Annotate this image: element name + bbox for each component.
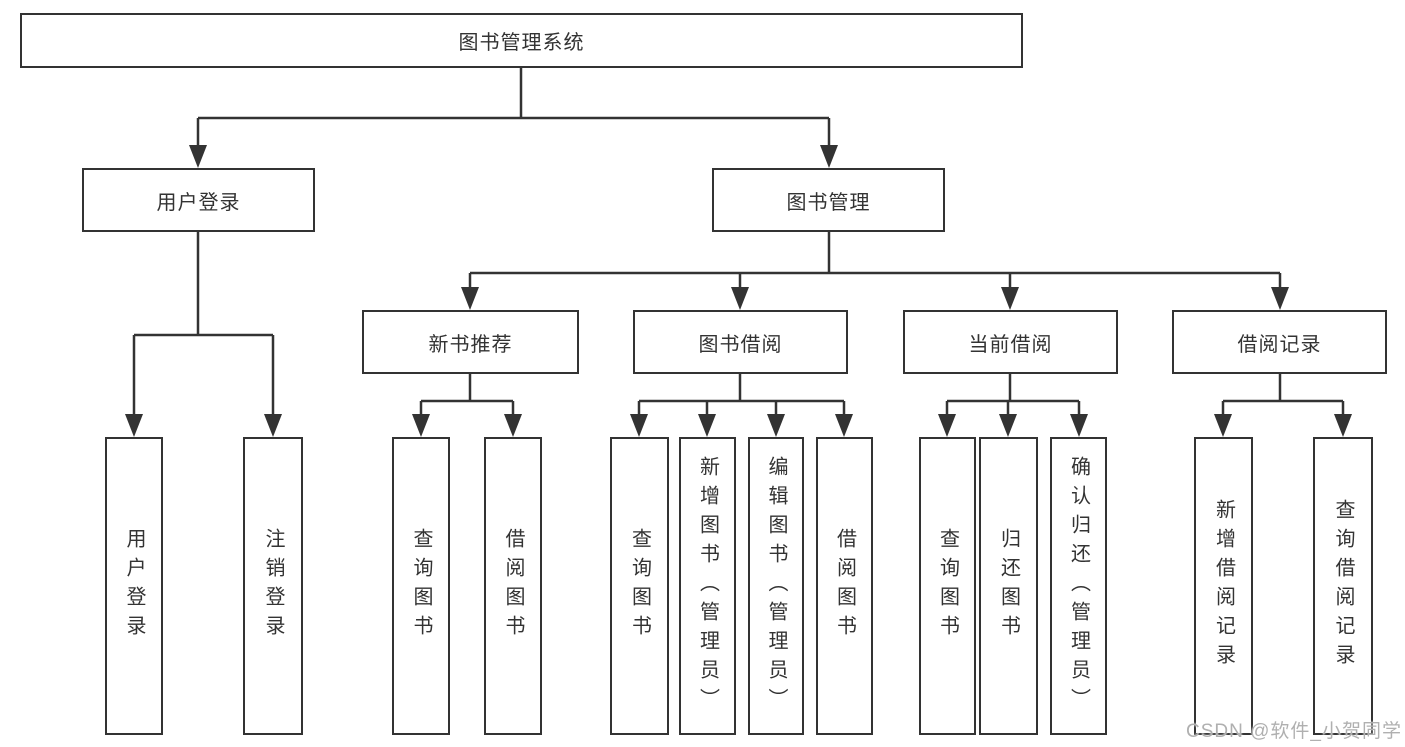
leaf-br-query-record: 查询借阅记录 (1313, 437, 1373, 735)
leaf-nbr-query-books: 查询图书 (392, 437, 450, 735)
node-new-book-recommend-label: 新书推荐 (428, 333, 513, 356)
arrowhead-down-icon (1214, 414, 1232, 437)
arrowhead-down-icon (504, 414, 522, 437)
leaf-nbr-query-books-label: 查询图书 (410, 528, 432, 644)
leaf-br-query-record-label: 查询借阅记录 (1332, 499, 1354, 673)
leaf-user-login-label: 用户登录 (123, 528, 145, 644)
leaf-nbr-borrow-books: 借阅图书 (484, 437, 542, 735)
arrowhead-down-icon (461, 287, 479, 310)
arrowhead-down-icon (412, 414, 430, 437)
arrowhead-down-icon (1001, 287, 1019, 310)
leaf-cb-return-books: 归还图书 (979, 437, 1038, 735)
arrowhead-down-icon (938, 414, 956, 437)
leaf-nbr-borrow-books-label: 借阅图书 (502, 528, 524, 644)
node-user-login: 用户登录 (82, 168, 315, 232)
node-new-book-recommend: 新书推荐 (362, 310, 579, 374)
arrowhead-down-icon (1271, 287, 1289, 310)
leaf-bb-query-books: 查询图书 (610, 437, 669, 735)
leaf-cb-confirm-return-admin-label: 确认归还（管理员） (1067, 455, 1090, 717)
leaf-logout: 注销登录 (243, 437, 303, 735)
node-root: 图书管理系统 (20, 13, 1023, 68)
node-current-borrow-label: 当前借阅 (968, 333, 1053, 356)
arrowhead-down-icon (125, 414, 143, 437)
arrowhead-down-icon (630, 414, 648, 437)
arrowhead-down-icon (731, 287, 749, 310)
node-book-borrow: 图书借阅 (633, 310, 848, 374)
leaf-cb-confirm-return-admin: 确认归还（管理员） (1050, 437, 1107, 735)
leaf-br-add-record: 新增借阅记录 (1194, 437, 1253, 735)
arrowhead-down-icon (835, 414, 853, 437)
arrowhead-down-icon (1070, 414, 1088, 437)
node-current-borrow: 当前借阅 (903, 310, 1118, 374)
node-book-borrow-label: 图书借阅 (698, 333, 783, 356)
node-book-management-label: 图书管理 (786, 191, 871, 214)
node-borrow-records-label: 借阅记录 (1237, 333, 1322, 356)
arrowhead-down-icon (767, 414, 785, 437)
node-user-login-label: 用户登录 (156, 191, 241, 214)
leaf-cb-query-books-label: 查询图书 (936, 528, 959, 644)
leaf-bb-query-books-label: 查询图书 (628, 528, 651, 644)
leaf-user-login: 用户登录 (105, 437, 163, 735)
leaf-br-add-record-label: 新增借阅记录 (1212, 499, 1235, 673)
leaf-bb-add-book-admin: 新增图书（管理员） (679, 437, 736, 735)
leaf-bb-add-book-admin-label: 新增图书（管理员） (696, 455, 719, 717)
arrowhead-down-icon (999, 414, 1017, 437)
arrowhead-down-icon (264, 414, 282, 437)
leaf-bb-edit-book-admin: 编辑图书（管理员） (748, 437, 804, 735)
leaf-cb-query-books: 查询图书 (919, 437, 976, 735)
node-borrow-records: 借阅记录 (1172, 310, 1387, 374)
arrowhead-down-icon (1334, 414, 1352, 437)
arrowhead-down-icon (698, 414, 716, 437)
node-book-management: 图书管理 (712, 168, 945, 232)
leaf-bb-edit-book-admin-label: 编辑图书（管理员） (765, 455, 787, 717)
arrowhead-down-icon (189, 145, 207, 168)
node-root-label: 图书管理系统 (458, 32, 585, 54)
leaf-cb-return-books-label: 归还图书 (997, 528, 1020, 644)
watermark: CSDN @软件_小贺同学 (1186, 721, 1402, 742)
arrowhead-down-icon (820, 145, 838, 168)
leaf-bb-borrow-books-label: 借阅图书 (833, 528, 856, 644)
leaf-bb-borrow-books: 借阅图书 (816, 437, 873, 735)
leaf-logout-label: 注销登录 (262, 528, 284, 644)
